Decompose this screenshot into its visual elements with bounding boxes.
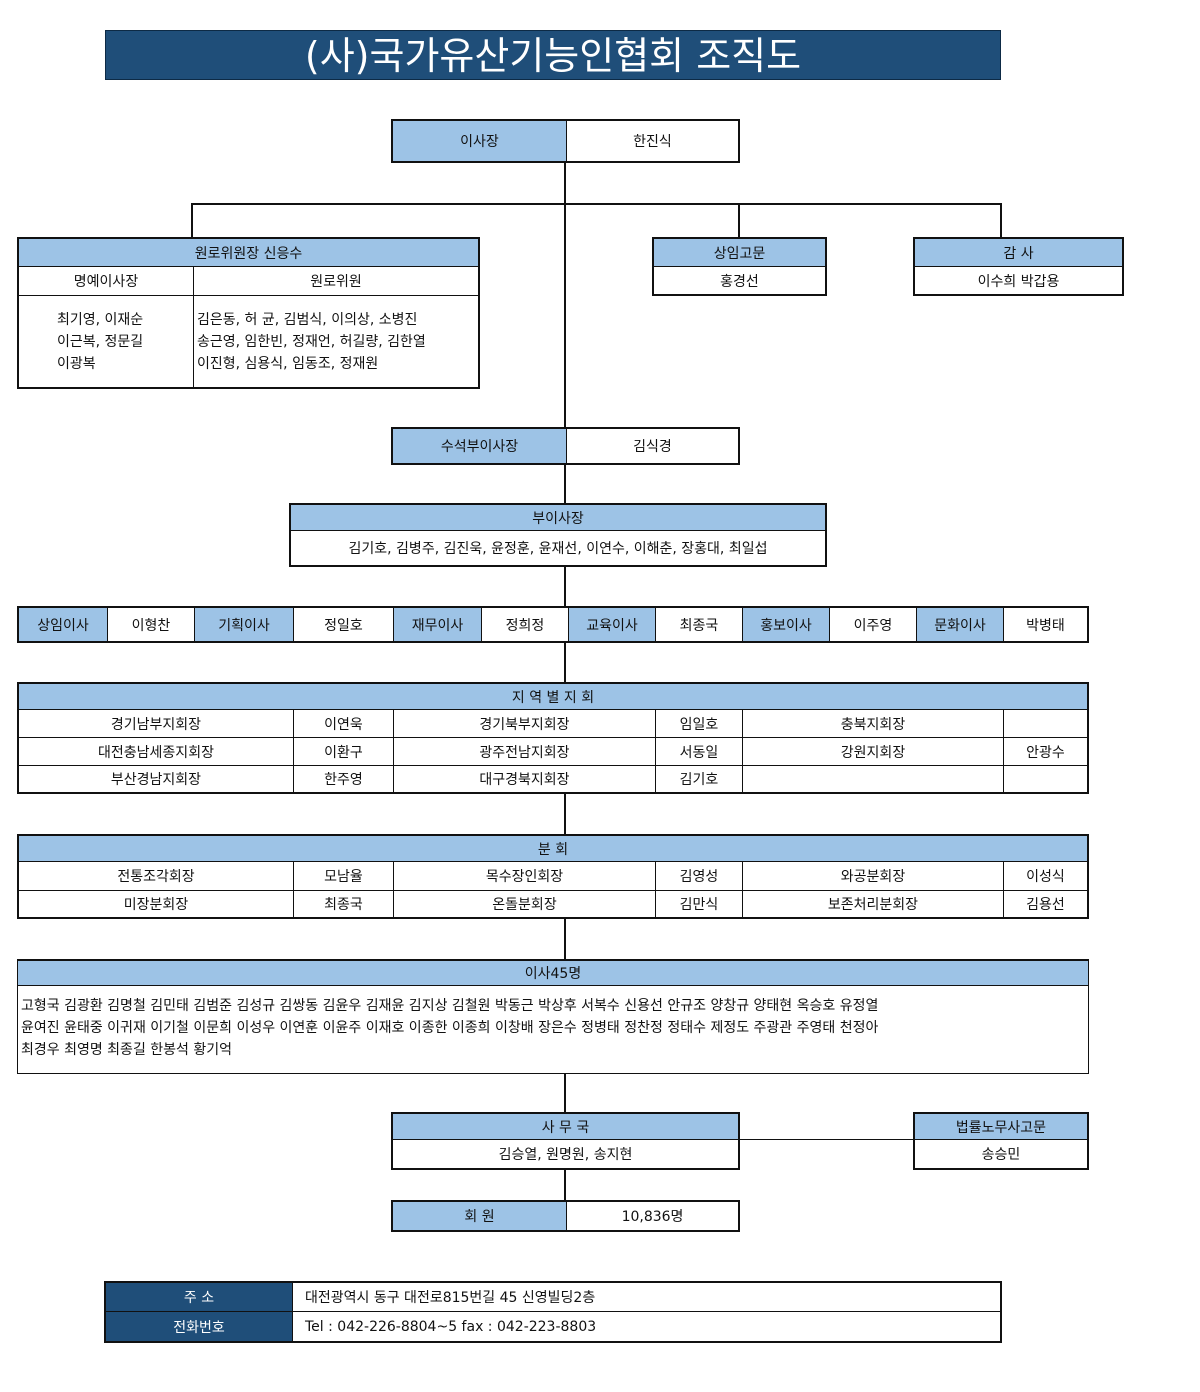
region-title: 강원지회장	[742, 738, 1003, 766]
branch-title: 목수장인회장	[393, 862, 655, 891]
vp-names: 김기호, 김병주, 김진욱, 윤정훈, 윤재선, 이연수, 이해춘, 장홍대, …	[348, 541, 768, 557]
region-title: 부산경남지회장	[110, 772, 202, 788]
elder-line: 김은동, 허 균, 김범식, 이의상, 소병진	[197, 312, 418, 328]
members-box: 회 원 10,836명	[391, 1200, 740, 1232]
address-label: 주 소	[106, 1283, 292, 1312]
director-name: 박병태	[1003, 608, 1087, 641]
board-line: 윤여진 윤태중 이귀재 이기철 이문희 이성우 이연훈 이윤주 이재호 이종한 …	[21, 1020, 879, 1036]
page-title: (사)국가유산기능인협회 조직도	[105, 30, 1001, 80]
region-name: 김기호	[655, 766, 742, 792]
branches-header: 분 회	[19, 836, 1087, 862]
branch-name: 최종국	[293, 891, 393, 917]
director-role: 홍보이사	[742, 608, 829, 641]
senior-vp-name: 김식경	[566, 429, 738, 463]
honorary-list: 최기영, 이재순 이근복, 정문길 이광복	[57, 309, 143, 375]
branch-name: 김만식	[655, 891, 742, 917]
region-title: 경기북부지회장	[393, 710, 655, 738]
region-name: 임일호	[655, 710, 742, 738]
honorary-line: 이광복	[57, 356, 96, 372]
board-line: 최경우 최영명 최종길 한봉석 황기억	[21, 1042, 232, 1058]
director-role: 재무이사	[393, 608, 481, 641]
honorary-line: 이근복, 정문길	[57, 334, 144, 350]
phone-value: Tel : 042-226-8804~5 fax : 042-223-8803	[292, 1312, 1000, 1341]
region-name: 서동일	[655, 738, 742, 766]
region-title	[742, 766, 1003, 792]
office-names: 김승열, 원명원, 송지현	[498, 1147, 633, 1163]
director-role: 기획이사	[194, 608, 293, 641]
director-role: 문화이사	[916, 608, 1003, 641]
branch-title: 미장분회장	[123, 897, 189, 913]
region-title: 대구경북지회장	[393, 766, 655, 792]
branch-name: 김용선	[1003, 891, 1087, 917]
branches-table: 분 회 전통조각회장 모남율 목수장인회장 김영성 와공분회장 이성식 미장분회…	[17, 834, 1089, 919]
legal-box: 법률노무사고문 송승민	[913, 1112, 1089, 1170]
director-name: 이주영	[829, 608, 916, 641]
branch-title: 전통조각회장	[19, 862, 293, 891]
legal-name: 송승민	[981, 1147, 1021, 1163]
legal-label: 법률노무사고문	[915, 1114, 1087, 1140]
regions-table: 지 역 별 지 회 경기남부지회장 이연욱 경기북부지회장 임일호 충북지회장 …	[17, 682, 1089, 794]
branch-title: 와공분회장	[742, 862, 1003, 891]
region-name: 한주영	[293, 766, 393, 792]
board-box: 이사45명 고형국 김광환 김명철 김민태 김범준 김성규 김쌍동 김윤우 김재…	[17, 959, 1089, 1074]
region-name	[1003, 766, 1087, 792]
members-count: 10,836명	[566, 1202, 738, 1230]
elder-line: 송근영, 임한빈, 정재언, 허길량, 김한열	[197, 334, 426, 350]
members-label: 회 원	[393, 1202, 566, 1230]
director-name: 정희정	[481, 608, 568, 641]
director-name: 최종국	[655, 608, 742, 641]
region-title: 경기남부지회장	[19, 710, 293, 738]
directors-row: 상임이사 이형찬 기획이사 정일호 재무이사 정희정 교육이사 최종국 홍보이사…	[17, 606, 1089, 643]
elder-line: 이진형, 심용식, 임동조, 정재원	[197, 356, 379, 372]
chairman-name: 한진식	[566, 121, 738, 161]
director-name: 이형찬	[107, 608, 194, 641]
director-role: 상임이사	[19, 608, 107, 641]
auditor-label: 감 사	[915, 239, 1122, 267]
branch-name: 김영성	[655, 862, 742, 891]
branch-title: 보존처리분회장	[742, 891, 1003, 917]
region-name	[1003, 710, 1087, 738]
advisor-name: 홍경선	[720, 273, 759, 290]
chairman-label: 이사장	[393, 121, 566, 161]
board-header: 이사45명	[18, 961, 1088, 986]
region-name: 이환구	[293, 738, 393, 766]
advisor-label: 상임고문	[654, 239, 825, 267]
senior-vp-label: 수석부이사장	[393, 429, 566, 463]
board-list: 고형국 김광환 김명철 김민태 김범준 김성규 김쌍동 김윤우 김재윤 김지상 …	[21, 995, 878, 1061]
vp-box: 부이사장 김기호, 김병주, 김진욱, 윤정훈, 윤재선, 이연수, 이해춘, …	[289, 503, 827, 567]
honorary-line: 최기영, 이재순	[57, 312, 144, 328]
branch-name: 모남율	[293, 862, 393, 891]
branch-title: 온돌분회장	[393, 891, 655, 917]
senior-vp-box: 수석부이사장 김식경	[391, 427, 740, 465]
region-name: 안광수	[1003, 738, 1087, 766]
elder-list: 김은동, 허 균, 김범식, 이의상, 소병진 송근영, 임한빈, 정재언, 허…	[197, 309, 426, 375]
regions-header: 지 역 별 지 회	[19, 684, 1087, 710]
auditor-name: 이수희 박갑용	[977, 273, 1060, 290]
branch-name: 이성식	[1003, 862, 1087, 891]
chairman-box: 이사장 한진식	[391, 119, 740, 163]
elders-box: 원로위원장 신응수 명예이사장 원로위원 최기영, 이재순 이근복, 정문길 이…	[17, 237, 480, 389]
region-title: 광주전남지회장	[393, 738, 655, 766]
vp-label: 부이사장	[291, 505, 825, 531]
region-name: 이연욱	[293, 710, 393, 738]
honorary-label: 명예이사장	[19, 267, 193, 296]
address-value: 대전광역시 동구 대전로815번길 45 신영빌딩2층	[292, 1283, 1000, 1312]
advisor-box: 상임고문 홍경선	[652, 237, 827, 296]
office-label: 사 무 국	[393, 1114, 738, 1140]
office-box: 사 무 국 김승열, 원명원, 송지현	[391, 1112, 740, 1170]
board-line: 고형국 김광환 김명철 김민태 김범준 김성규 김쌍동 김윤우 김재윤 김지상 …	[21, 998, 879, 1014]
director-name: 정일호	[293, 608, 393, 641]
region-title: 충북지회장	[742, 710, 1003, 738]
phone-label: 전화번호	[106, 1312, 292, 1341]
director-role: 교육이사	[568, 608, 655, 641]
elders-header: 원로위원장 신응수	[19, 239, 478, 267]
elder-label: 원로위원	[193, 267, 478, 296]
auditor-box: 감 사 이수희 박갑용	[913, 237, 1124, 296]
contact-table: 주 소 대전광역시 동구 대전로815번길 45 신영빌딩2층 전화번호 Tel…	[104, 1281, 1002, 1343]
region-title: 대전충남세종지회장	[19, 738, 293, 766]
